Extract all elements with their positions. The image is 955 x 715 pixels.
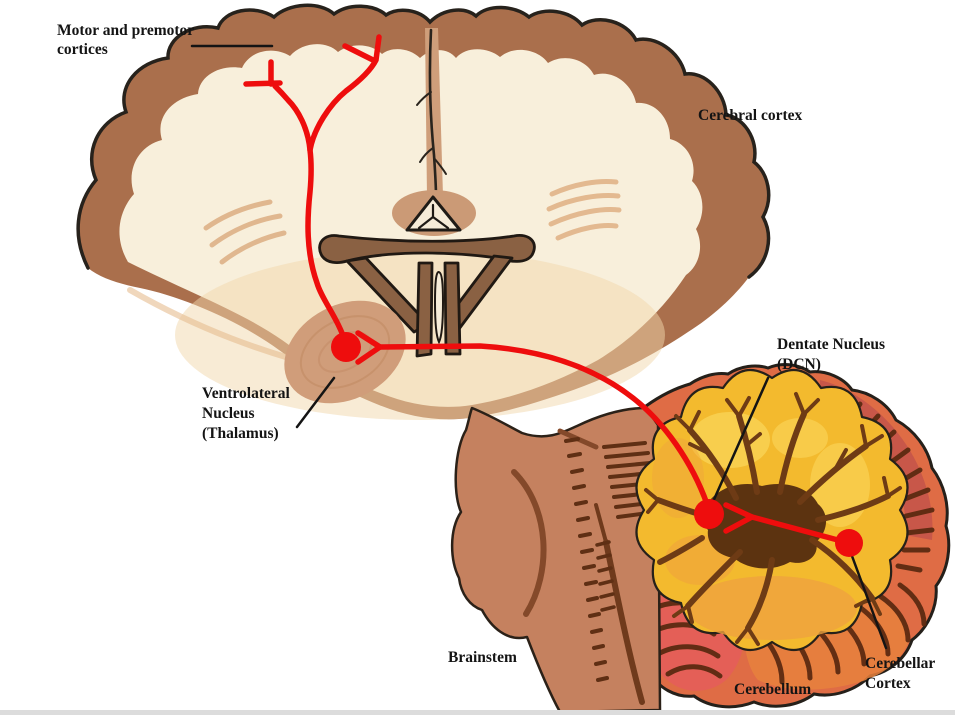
- label-line: Ventrolateral: [202, 385, 290, 402]
- label-line: (DCN): [777, 356, 821, 373]
- axon-cerebellarcortex-to-dentate: [749, 514, 852, 546]
- label-line: Brainstem: [448, 649, 517, 666]
- neuron-dot-thalamus: [331, 332, 361, 362]
- label-brainstem: Brainstem: [448, 648, 517, 667]
- third-ventricle-slit: [433, 270, 445, 345]
- label-line: Cerebellar: [865, 655, 936, 672]
- triangle-inner-lines: [417, 203, 450, 230]
- ventrolateral-pointer-line: [295, 376, 336, 429]
- cerebellar-vermis: [635, 368, 909, 652]
- slide-bottom-edge: [0, 710, 955, 715]
- red-pathway: [243, 34, 863, 557]
- sulci-strokes-left: [203, 199, 287, 265]
- label-cerebellum: Cerebellum: [734, 680, 811, 699]
- label-line: Cerebral cortex: [698, 107, 803, 124]
- label-line: cortices: [57, 41, 108, 58]
- cortex-terminal-left: [243, 59, 283, 87]
- label-pointer-lines: [190, 44, 888, 650]
- thalamus-synapse-fork: [355, 330, 383, 365]
- label-line: Cerebellum: [734, 681, 812, 698]
- corpus-callosum-ventricles: [318, 234, 536, 358]
- neuron-dot-dentate: [694, 499, 724, 529]
- arbor-vitae-core: [701, 484, 827, 569]
- cerebellar-cortex-pointer-line: [850, 554, 888, 650]
- label-line: Motor and premotor: [57, 22, 195, 39]
- neuron-dot-cerebellar-cortex: [835, 529, 863, 557]
- label-motor-premotor-cortices: Motor and premotor cortices: [57, 21, 194, 59]
- sulci-strokes-right: [546, 179, 622, 241]
- brainstem-illustration: [450, 406, 662, 714]
- cerebrum-illustration: [76, 3, 771, 420]
- dentate-pointer-line: [710, 376, 770, 506]
- label-ventrolateral-nucleus: Ventrolateral Nucleus (Thalamus): [202, 384, 290, 444]
- label-line: Cortex: [865, 675, 911, 692]
- label-cerebellar-cortex: Cerebellar Cortex: [865, 654, 935, 694]
- cortex-outline: [76, 3, 771, 279]
- arbor-vitae-branches: [644, 392, 902, 646]
- axon-branch-right: [307, 34, 382, 153]
- cortex-terminal-right: [342, 43, 378, 64]
- axon-dentate-to-thalamus: [377, 343, 710, 507]
- label-cerebral-cortex: Cerebral cortex: [698, 106, 802, 125]
- brainstem-texture: [511, 428, 654, 705]
- label-line: Dentate Nucleus: [777, 336, 886, 353]
- label-line: (Thalamus): [202, 425, 279, 442]
- axon-thalamus-to-cortex: [272, 83, 349, 347]
- midline-fissure-line: [416, 28, 447, 198]
- label-dentate-nucleus: Dentate Nucleus (DCN): [777, 335, 885, 375]
- dentate-synapse-fork: [723, 502, 755, 534]
- label-line: Nucleus: [202, 405, 255, 422]
